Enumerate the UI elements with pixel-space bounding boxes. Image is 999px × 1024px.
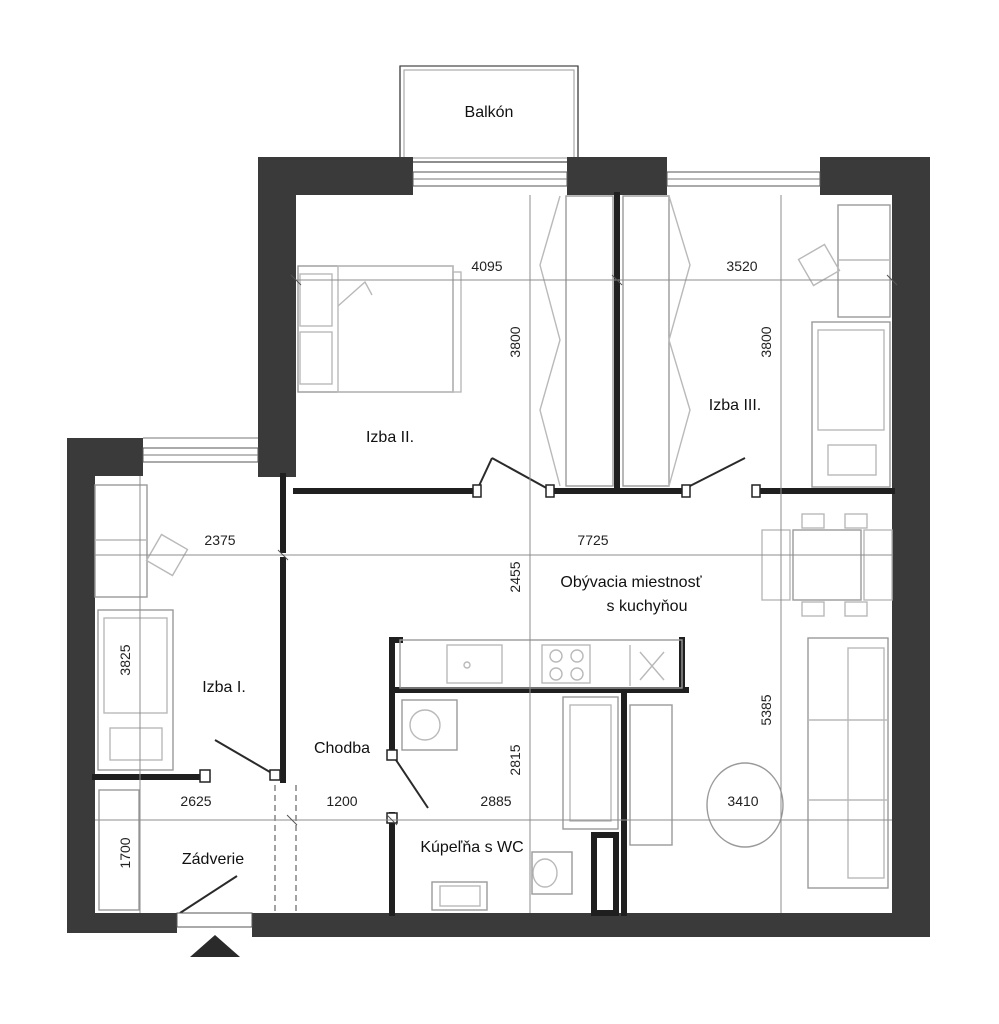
entrance-wardrobe [98, 789, 140, 911]
label-room1: Izba I. [202, 679, 246, 696]
dim-room2-width: 4095 [471, 258, 502, 274]
dim-bath-width: 2885 [480, 793, 511, 809]
desk-room3 [797, 204, 891, 318]
dim-room3-depth: 3800 [758, 326, 774, 357]
doors [176, 457, 761, 928]
label-living-line1: Obývacia miestnosť [560, 574, 702, 591]
dim-living-width: 7725 [577, 532, 608, 548]
dim-entrance-width: 2625 [180, 793, 211, 809]
dining-table [761, 513, 893, 617]
dim-room2-depth: 3800 [507, 326, 523, 357]
bed-room3 [811, 321, 891, 488]
kitchen-counter [399, 639, 683, 689]
bed-room2 [297, 265, 462, 393]
label-balcony: Balkón [465, 104, 514, 121]
bathroom-fixtures [401, 696, 619, 911]
label-hallway: Chodba [314, 740, 370, 757]
balcony [399, 65, 579, 163]
dim-room1-depth: 3825 [117, 644, 133, 675]
dim-living-upper-depth: 2455 [507, 561, 523, 592]
label-entrance: Zádverie [182, 851, 244, 868]
desk-room1 [94, 484, 189, 598]
wardrobe-room2 [539, 195, 614, 487]
entrance-arrow [190, 935, 240, 957]
coffee-table [706, 762, 784, 848]
label-living-line2: s kuchyňou [607, 598, 688, 615]
dim-living-depth: 5385 [758, 694, 774, 725]
furniture [94, 195, 893, 911]
sofa [807, 637, 889, 889]
dim-bath-depth: 2815 [507, 744, 523, 775]
dim-hall-width: 1200 [326, 793, 357, 809]
dimension-lines [95, 195, 898, 913]
dim-room1-width: 2375 [204, 532, 235, 548]
dim-room3-width: 3520 [726, 258, 757, 274]
interior-walls [92, 192, 895, 916]
label-room3: Izba III. [709, 397, 761, 414]
bed-room1 [97, 609, 174, 771]
exterior-walls [67, 157, 930, 937]
label-room2: Izba II. [366, 429, 414, 446]
dim-entrance-depth: 1700 [117, 837, 133, 868]
windows [142, 171, 821, 463]
dim-table: 3410 [727, 793, 758, 809]
label-bathroom: Kúpeľňa s WC [420, 839, 523, 856]
tv-unit [629, 704, 673, 846]
wardrobe-room3 [622, 195, 691, 487]
